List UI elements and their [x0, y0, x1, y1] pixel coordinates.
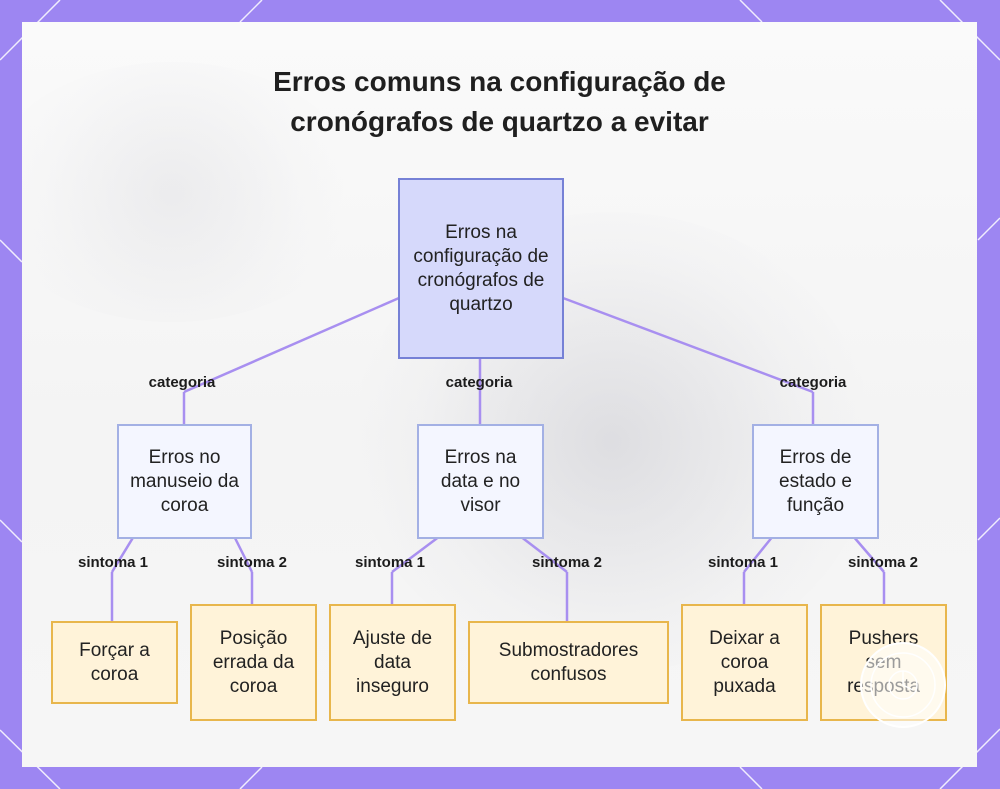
symptom-node-crown-left-pulled: Deixar a coroa puxada	[681, 604, 808, 721]
edge-label-symptom-1b: sintoma 1	[354, 554, 426, 571]
edge-cat1-s2	[232, 535, 254, 573]
edge-label-symptom-2c: sintoma 2	[847, 554, 919, 571]
edge-label-symptom-2a: sintoma 2	[216, 554, 288, 571]
edge-label-category-2: categoria	[445, 374, 513, 391]
category-node-crown: Erros no manuseio da coroa	[117, 424, 252, 539]
connector-lines	[110, 296, 886, 622]
edge-root-cat1	[183, 296, 400, 394]
symptom-node-unsafe-date-setting: Ajuste de data inseguro	[329, 604, 456, 721]
edge-cat3-s2	[852, 535, 885, 573]
edge-label-category-3: categoria	[779, 374, 847, 391]
edge-cat3-s1	[743, 535, 774, 573]
symptom-node-force-crown: Forçar a coroa	[51, 621, 178, 704]
symptom-node-confusing-subdials: Submostradores confusos	[468, 621, 669, 704]
edge-label-category-1: categoria	[148, 374, 216, 391]
category-node-date-display: Erros na data e no visor	[417, 424, 544, 539]
background-blur	[22, 62, 362, 322]
edge-label-symptom-1a: sintoma 1	[77, 554, 149, 571]
edge-cat2-s2	[519, 535, 568, 573]
edge-cat1-s1	[110, 535, 136, 573]
watermark-seal-icon	[860, 642, 946, 728]
edge-cat2-s1	[391, 535, 441, 573]
symptom-node-wrong-crown-position: Posição errada da coroa	[190, 604, 317, 721]
diagram-panel: Erros comuns na configuração de cronógra…	[22, 22, 977, 767]
root-node: Erros na configuração de cronógrafos de …	[398, 178, 564, 359]
diagram-title: Erros comuns na configuração de cronógra…	[273, 66, 726, 137]
edge-root-cat3	[562, 296, 814, 394]
category-node-state-function: Erros de estado e função	[752, 424, 879, 539]
edge-label-symptom-2b: sintoma 2	[531, 554, 603, 571]
edge-label-symptom-1c: sintoma 1	[707, 554, 779, 571]
